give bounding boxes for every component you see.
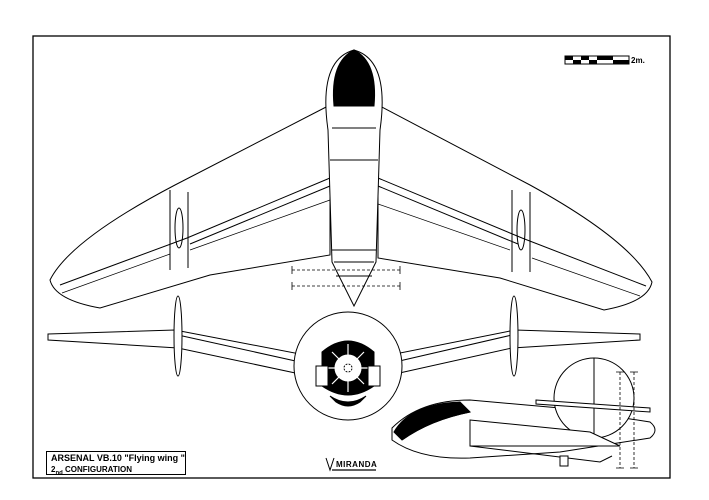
miranda-logo-icon bbox=[325, 457, 376, 472]
cockpit-canopy bbox=[332, 49, 376, 107]
side-view bbox=[391, 357, 656, 469]
right-wing-spar bbox=[377, 177, 647, 287]
scale-label: 2m. bbox=[631, 56, 645, 65]
front-view bbox=[47, 295, 641, 421]
drawing-subtitle: 2nd CONFIGURATION bbox=[51, 465, 132, 477]
sheet-frame bbox=[32, 35, 671, 479]
drawing-title: ARSENAL VB.10 "Flying wing " bbox=[51, 453, 185, 463]
left-wing-spar bbox=[59, 177, 331, 286]
top-view bbox=[49, 49, 653, 311]
left-wing-outline bbox=[49, 104, 331, 309]
right-wing-outline bbox=[377, 104, 653, 311]
logo-text: MIRANDA bbox=[336, 460, 378, 469]
fuselage-outline bbox=[325, 49, 383, 308]
scale-bar bbox=[564, 55, 630, 65]
title-block: ARSENAL VB.10 "Flying wing " 2nd CONFIGU… bbox=[46, 451, 186, 477]
